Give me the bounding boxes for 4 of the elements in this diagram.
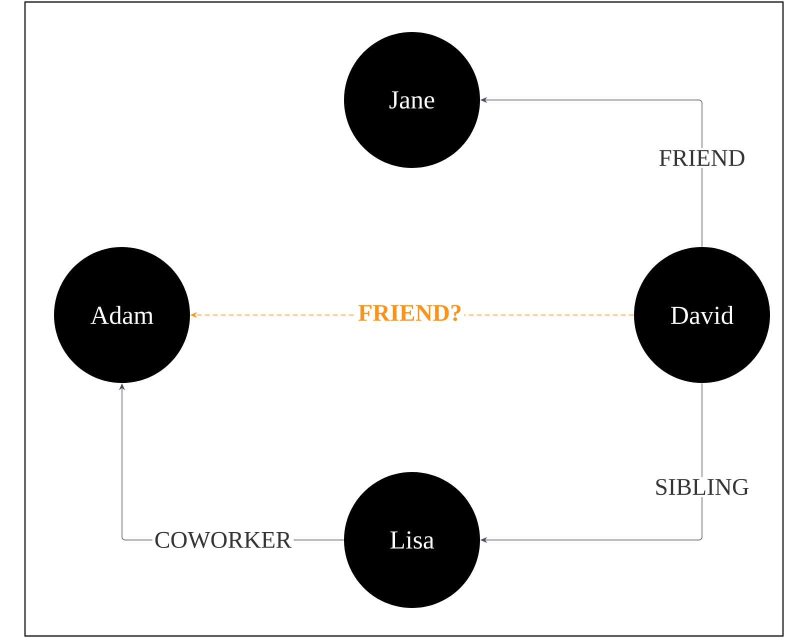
edge-label: FRIEND <box>656 148 748 168</box>
edge-label: COWORKER <box>152 530 294 550</box>
edge-label: FRIEND? <box>356 302 464 324</box>
edge-label: SIBLING <box>652 476 752 498</box>
